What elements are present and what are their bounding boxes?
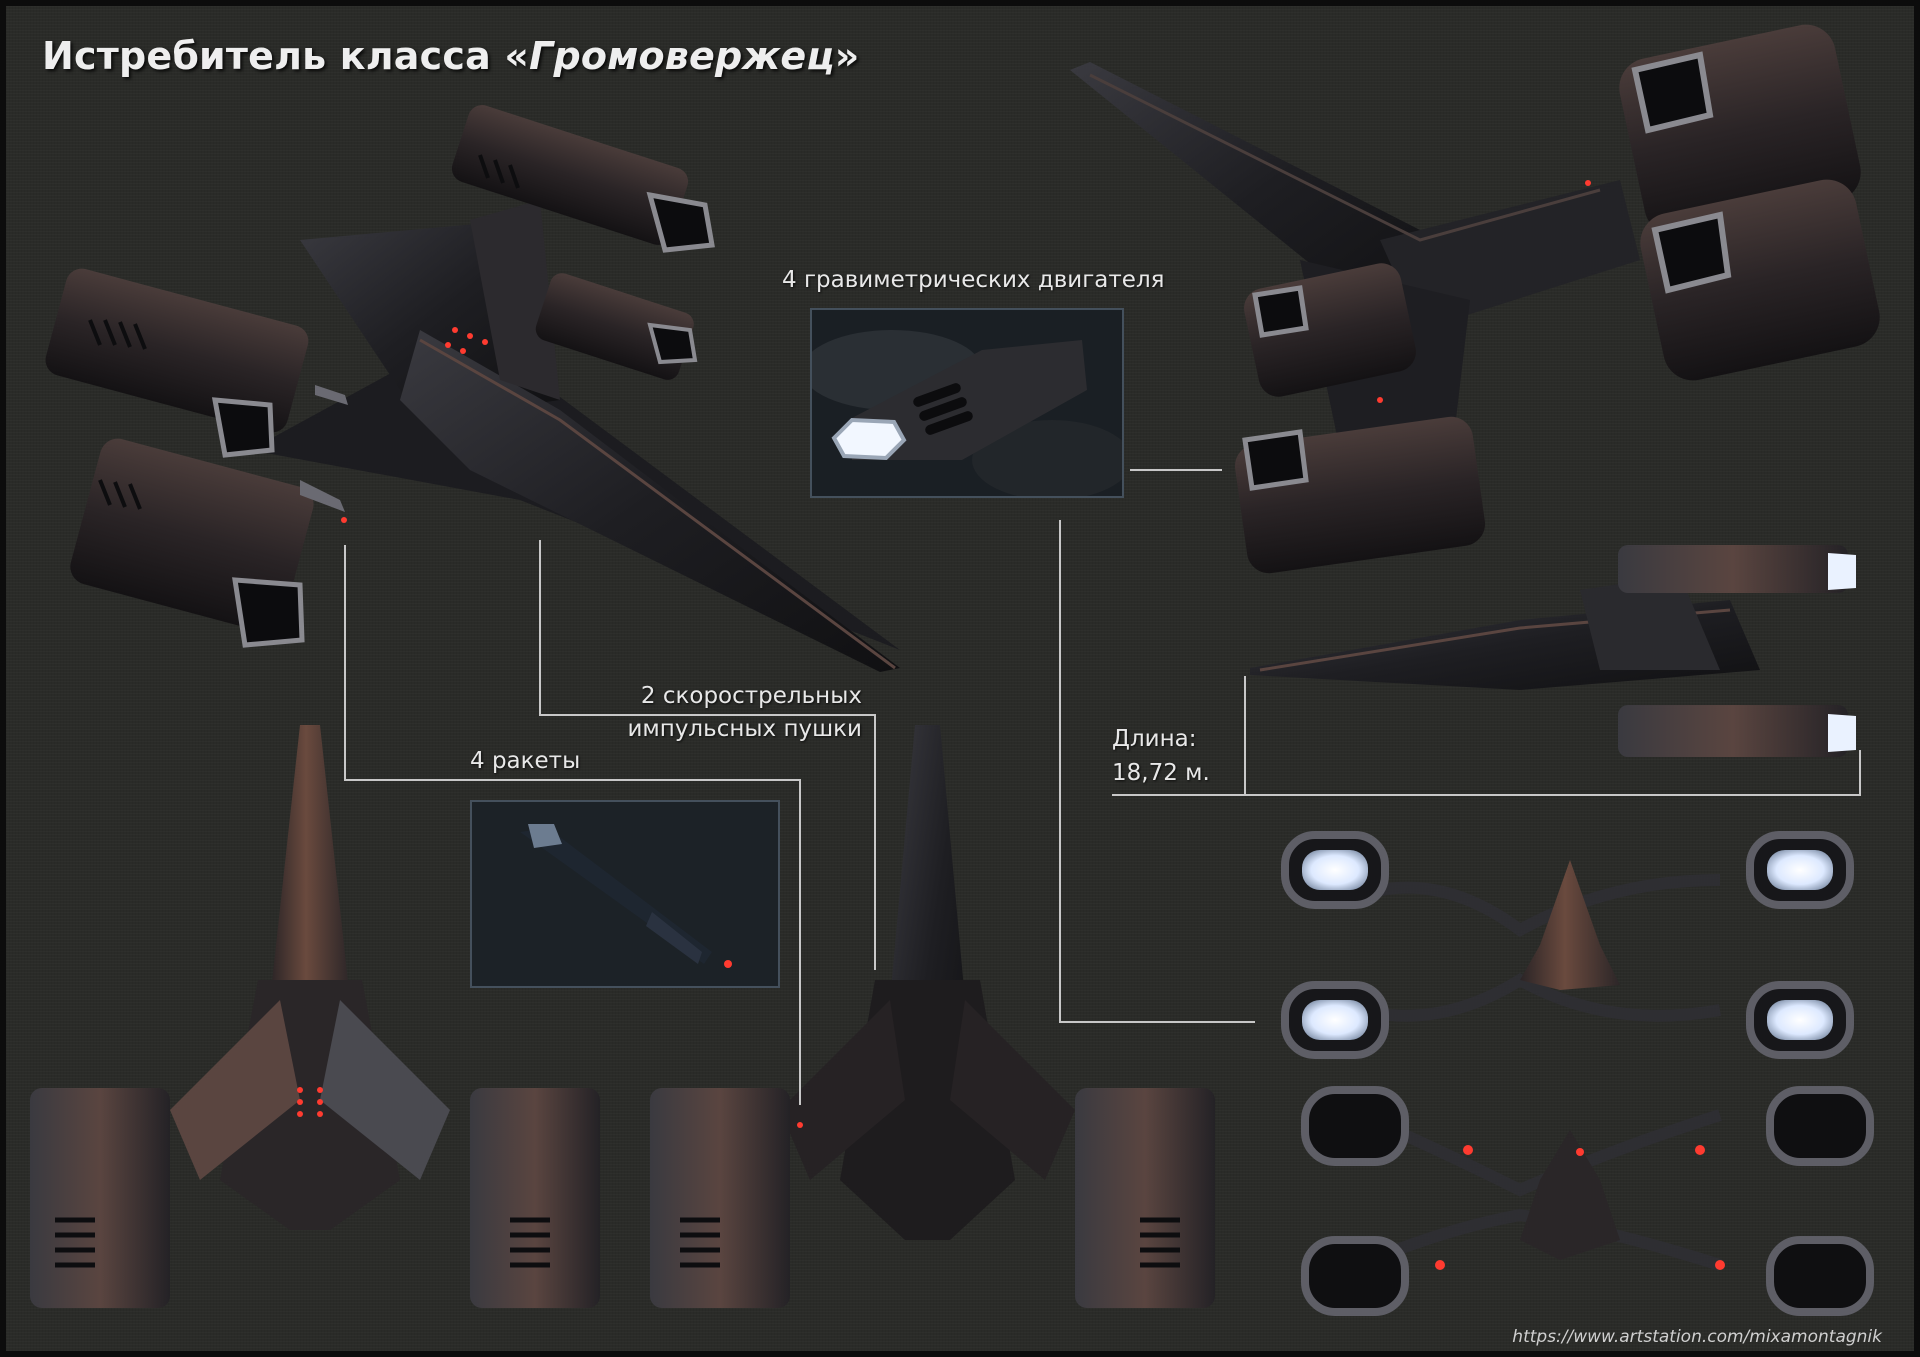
artist-credit-link[interactable]: https://www.artstation.com/mixamontagnik bbox=[1512, 1327, 1882, 1347]
title-suffix: » bbox=[834, 34, 860, 78]
missile-closeup-image bbox=[472, 802, 778, 986]
callout-length-value: 18,72 м. bbox=[1112, 760, 1210, 786]
length-dimension-line bbox=[1112, 750, 1861, 796]
callout-length-label: Длина: bbox=[1112, 726, 1197, 752]
page-title: Истребитель класса «Громовержец» bbox=[42, 34, 860, 78]
render-bottom-view bbox=[650, 725, 1215, 1308]
callout-leader-lines bbox=[344, 469, 1861, 1105]
leader-engines-rear bbox=[1059, 520, 1255, 1023]
callout-missiles: 4 ракеты bbox=[470, 748, 581, 774]
leader-cannons bbox=[539, 540, 876, 970]
render-rear-view bbox=[1281, 831, 1854, 1059]
render-perspective-rear bbox=[1070, 24, 1880, 574]
leader-missiles bbox=[344, 545, 801, 1105]
title-prefix: Истребитель класса « bbox=[42, 34, 530, 78]
render-perspective-front bbox=[45, 105, 900, 672]
callout-cannons-line1: 2 скорострельных bbox=[640, 683, 862, 709]
missile-closeup-inset bbox=[470, 800, 780, 988]
callout-cannons-line2: импульсных пушки bbox=[627, 716, 862, 742]
render-side-view bbox=[1250, 545, 1856, 757]
title-ship-name: Громовержец bbox=[529, 34, 835, 78]
render-top-view bbox=[30, 725, 600, 1308]
callout-engines: 4 гравиметрических двигателя bbox=[782, 267, 1165, 293]
render-front-view bbox=[1301, 1086, 1874, 1316]
engine-closeup-image bbox=[812, 310, 1122, 496]
engine-closeup-inset bbox=[810, 308, 1124, 498]
